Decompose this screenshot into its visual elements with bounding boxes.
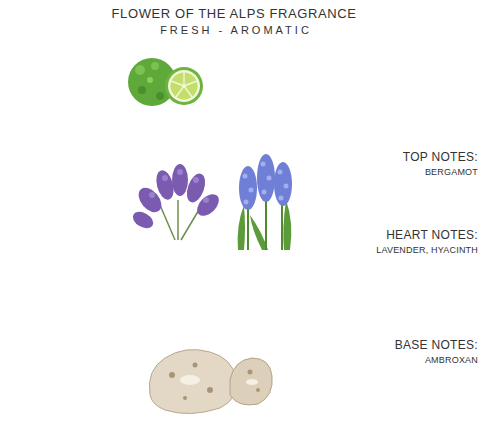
note-text-group: HEART NOTES: LAVENDER, HYACINTH (376, 228, 478, 255)
ambroxan-stones (149, 350, 272, 414)
note-heading: HEART NOTES: (376, 228, 478, 242)
note-text-group: BASE NOTES: AMBROXAN (395, 338, 478, 365)
note-ingredients: BERGAMOT (403, 167, 478, 177)
note-ingredients: AMBROXAN (395, 355, 478, 365)
subtitle-label: FRESH - AROMATIC (160, 24, 312, 36)
diagram-title: FLOWER OF THE ALPS FRAGRANCE (112, 6, 357, 21)
pyramid-band (0, 38, 484, 130)
band-shape (68, 137, 266, 270)
band-shape (2, 277, 332, 425)
note-heading: BASE NOTES: (395, 338, 478, 352)
note-text-group: TOP NOTES: BERGAMOT (403, 150, 478, 177)
note-ingredients: LAVENDER, HYACINTH (376, 245, 478, 255)
hyacinth-flowers (238, 154, 292, 250)
bergamot-fruit (128, 58, 203, 106)
lavender-bunch (130, 164, 223, 240)
note-band: TOP NOTES:BERGAMOT (0, 38, 484, 130)
note-heading: TOP NOTES: (403, 150, 478, 164)
note-band: BASE NOTES: AMBROXAN (0, 277, 484, 425)
band-shape (128, 38, 206, 130)
